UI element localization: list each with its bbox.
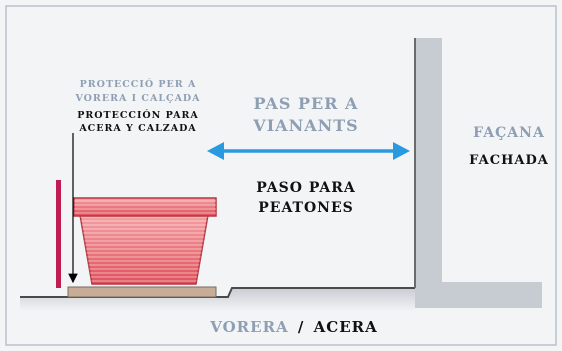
facade-wall [415,38,542,308]
sidewalk-label-sep: / [298,318,304,336]
facade-label-esp: FACHADA [469,153,549,168]
facade-label-cat: FAÇANA [473,125,545,141]
protection-post [56,180,61,288]
pedestrian-label-esp-2: PEATONES [258,200,354,216]
pedestrian-label-cat-1: PAS PER A [254,94,359,113]
pedestrian-label-cat-2: VIANANTS [252,116,358,135]
sidewalk-label: VORERA / ACERA [209,318,378,336]
sidewalk-label-esp: ACERA [313,318,378,336]
protection-label-cat-1: PROTECCIÓ PER A [80,78,197,90]
protection-label-esp-2: ACERA Y CALZADA [78,123,196,134]
double-arrow-icon [207,142,410,160]
pedestrian-label-esp-1: PASO PARA [256,180,356,196]
flower-pot-icon [73,197,217,285]
protection-label-esp-1: PROTECCIÓN PARA [77,109,199,121]
base-plate [67,286,217,298]
sidewalk-ground [20,288,415,310]
protection-label-cat-2: VORERA I CALÇADA [74,93,200,104]
sidewalk-label-cat: VORERA [209,318,288,336]
